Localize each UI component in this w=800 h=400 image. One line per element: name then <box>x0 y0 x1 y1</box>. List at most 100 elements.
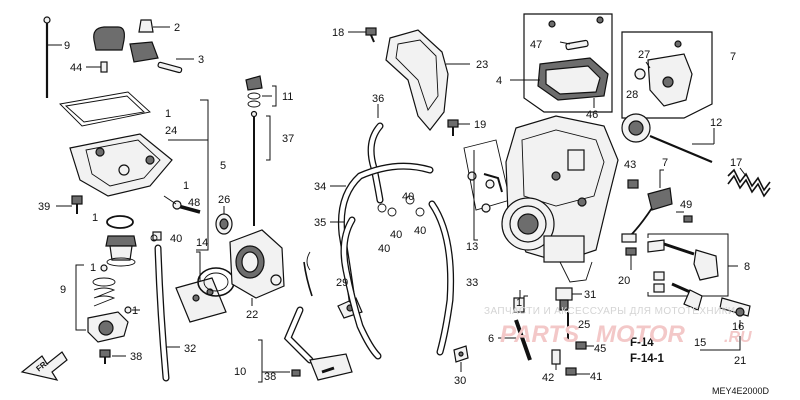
callout-30: 30 <box>454 375 466 387</box>
part-11-needle-clip <box>245 75 277 108</box>
watermark: ЗАПЧАСТИ И АКСЕССУАРЫ ДЛЯ МОТОТЕХНИКИ PA… <box>484 306 752 348</box>
part-38-screw <box>99 349 126 364</box>
callout-20: 20 <box>618 275 630 287</box>
part-22-pump-body <box>229 229 285 306</box>
part-32-tube <box>152 231 180 382</box>
callout-6: 6 <box>488 333 494 345</box>
part-45-screw <box>575 341 594 350</box>
callout-38-b: 38 <box>264 371 276 383</box>
part-10-link-assembly <box>258 251 353 383</box>
callout-16: 16 <box>732 321 744 333</box>
callout-32: 32 <box>184 343 196 355</box>
callout-7: 7 <box>730 51 736 63</box>
callout-43: 43 <box>624 159 636 171</box>
part-26-sleeve <box>215 206 233 235</box>
part-14-cover <box>175 251 227 323</box>
part-12-throttle-shaft <box>621 113 715 164</box>
callout-10: 10 <box>234 366 246 378</box>
watermark-tagline: ЗАПЧАСТИ И АКСЕССУАРЫ ДЛЯ МОТОТЕХНИКИ <box>484 306 735 317</box>
callout-1-e: 1 <box>132 305 138 317</box>
part-24-float-bowl <box>69 133 173 197</box>
callout-1-f: 1 <box>516 297 522 309</box>
callout-1-d: 1 <box>90 262 96 274</box>
watermark-brand-tld: .RU <box>724 329 752 346</box>
part-39-bolt <box>56 195 83 214</box>
callout-23: 23 <box>476 59 488 71</box>
callout-4: 4 <box>496 75 502 87</box>
part-16-adjuster <box>700 297 751 351</box>
part-41-screw <box>565 367 590 376</box>
watermark-brand-left: PARTS <box>500 321 579 348</box>
figure-ref-f14[interactable]: F-14 <box>630 337 654 349</box>
callout-40-b: 40 <box>378 243 390 255</box>
carburetor-body <box>501 115 619 283</box>
callout-22: 22 <box>246 309 258 321</box>
callout-35: 35 <box>314 217 326 229</box>
callout-21: 21 <box>734 355 746 367</box>
callout-18: 18 <box>332 27 344 39</box>
part-36-hose <box>367 104 384 204</box>
callout-34: 34 <box>314 181 326 193</box>
part-9-rod <box>43 16 62 98</box>
part-cover-top <box>93 26 194 74</box>
part-43-sensor <box>621 169 693 243</box>
part-40-clamps <box>150 195 425 242</box>
part-38-small-screw <box>291 369 301 377</box>
front-direction-arrow <box>20 351 68 381</box>
callout-26: 26 <box>218 194 230 206</box>
callout-8: 8 <box>744 261 750 273</box>
callout-49: 49 <box>680 199 692 211</box>
callout-42: 42 <box>542 372 554 384</box>
part-37-needle <box>250 110 271 226</box>
callout-1: 1 <box>165 108 171 120</box>
callout-19: 19 <box>474 119 486 131</box>
callout-9-b: 9 <box>60 284 66 296</box>
part-31-jet <box>555 287 582 311</box>
callout-44: 44 <box>70 62 82 74</box>
callout-1-b: 1 <box>183 180 189 192</box>
callout-38: 38 <box>130 351 142 363</box>
callout-45: 45 <box>594 343 606 355</box>
callout-47: 47 <box>530 39 542 51</box>
callout-1-c: 1 <box>92 212 98 224</box>
callout-7-b: 7 <box>662 157 668 169</box>
callout-13: 13 <box>466 241 478 253</box>
callout-29: 29 <box>336 277 348 289</box>
callout-40-d: 40 <box>402 191 414 203</box>
callout-15: 15 <box>694 337 706 349</box>
callout-39: 39 <box>38 201 50 213</box>
part-44-pin <box>86 61 108 73</box>
part-pump-assembly <box>105 235 137 267</box>
part-48-screw <box>163 195 201 214</box>
callout-46: 46 <box>586 109 598 121</box>
callout-36: 36 <box>372 93 384 105</box>
catalog-code: MEY4E2000D <box>712 386 770 396</box>
part-35-hose <box>330 200 455 360</box>
watermark-brand-right: MOTOR <box>596 321 686 348</box>
callout-40-a: 40 <box>170 233 182 245</box>
part-2-jet <box>138 19 170 33</box>
part-8-plunger-group <box>647 233 738 311</box>
part-24-float-bowl-gasket <box>59 91 151 127</box>
part-23-top-cover <box>385 29 470 131</box>
callout-37: 37 <box>282 133 294 145</box>
callout-41: 41 <box>590 371 602 383</box>
part-17-spring <box>727 167 771 198</box>
callout-2: 2 <box>174 22 180 34</box>
bracket-5 <box>168 99 209 251</box>
callout-40-e: 40 <box>414 225 426 237</box>
callout-31: 31 <box>584 289 596 301</box>
callout-17: 17 <box>730 157 742 169</box>
part-9-pump-group <box>75 264 140 343</box>
figure-ref-f14-1[interactable]: F-14-1 <box>630 353 664 365</box>
callout-5: 5 <box>220 160 226 172</box>
callout-28: 28 <box>626 89 638 101</box>
part-20-screw <box>625 247 637 270</box>
callout-48: 48 <box>188 197 200 209</box>
callout-9: 9 <box>64 40 70 52</box>
part-oring-center <box>106 215 134 229</box>
part-4-top-cover-group <box>510 13 613 113</box>
part-30-clip <box>453 345 469 372</box>
callout-25: 25 <box>578 319 590 331</box>
